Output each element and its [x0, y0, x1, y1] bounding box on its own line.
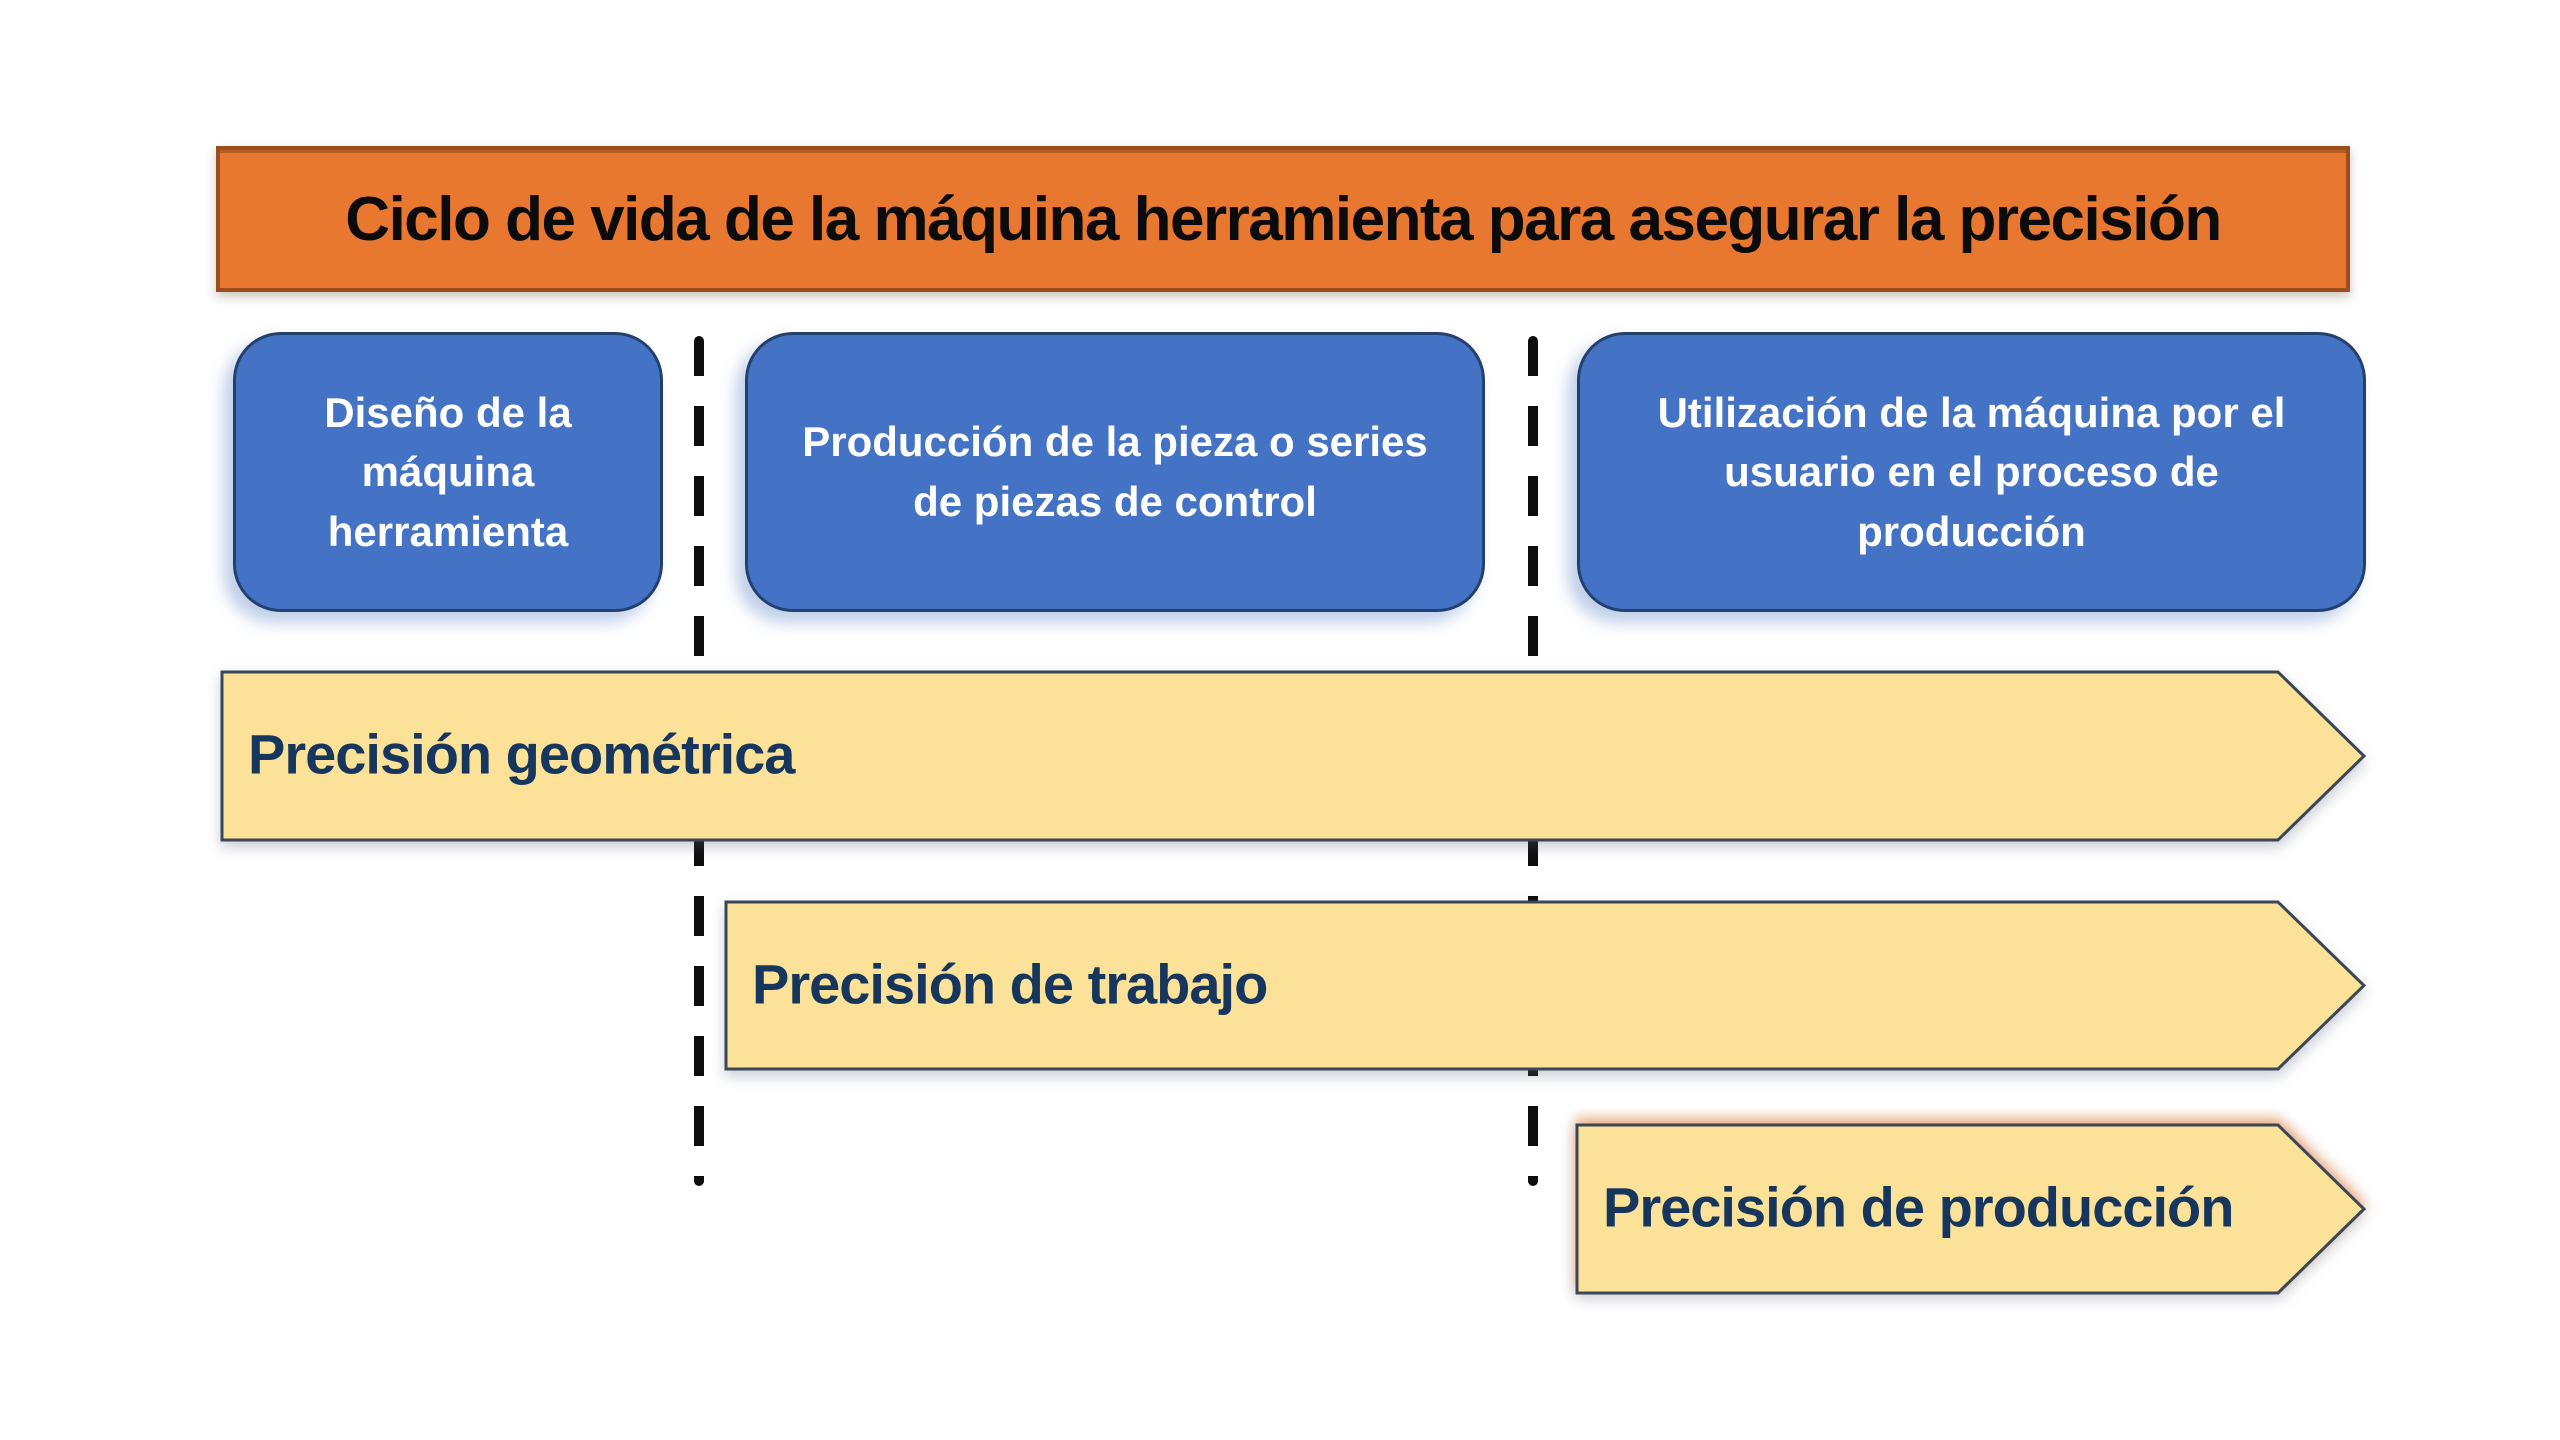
band-label: Precisión geométrica: [248, 722, 795, 786]
arrow-band-precision-produccion: Precisión de producción: [1575, 1123, 2366, 1295]
phase-label: Utilización de la máquina por el usuario…: [1657, 388, 2286, 555]
phase-box-produccion-pieza: Producción de la pieza o series de pieza…: [745, 332, 1485, 612]
right-arrow-shape: [1575, 1123, 2366, 1295]
right-arrow-shape: [220, 670, 2366, 842]
title-banner: Ciclo de vida de la máquina herramienta …: [216, 146, 2350, 292]
band-label: Precisión de producción: [1603, 1175, 2234, 1239]
right-arrow-shape: [724, 900, 2366, 1071]
band-label: Precisión de trabajo: [752, 952, 1268, 1016]
arrow-band-precision-geometrica: Precisión geométrica: [220, 670, 2366, 842]
phase-label: Diseño de la máquina herramienta: [324, 388, 572, 555]
slide-title: Ciclo de vida de la máquina herramienta …: [345, 184, 2222, 254]
phase-box-diseno: Diseño de la máquina herramienta: [233, 332, 663, 612]
phase-box-utilizacion: Utilización de la máquina por el usuario…: [1577, 332, 2366, 612]
arrow-band-precision-trabajo: Precisión de trabajo: [724, 900, 2366, 1071]
phase-label: Producción de la pieza o series de pieza…: [802, 418, 1428, 525]
